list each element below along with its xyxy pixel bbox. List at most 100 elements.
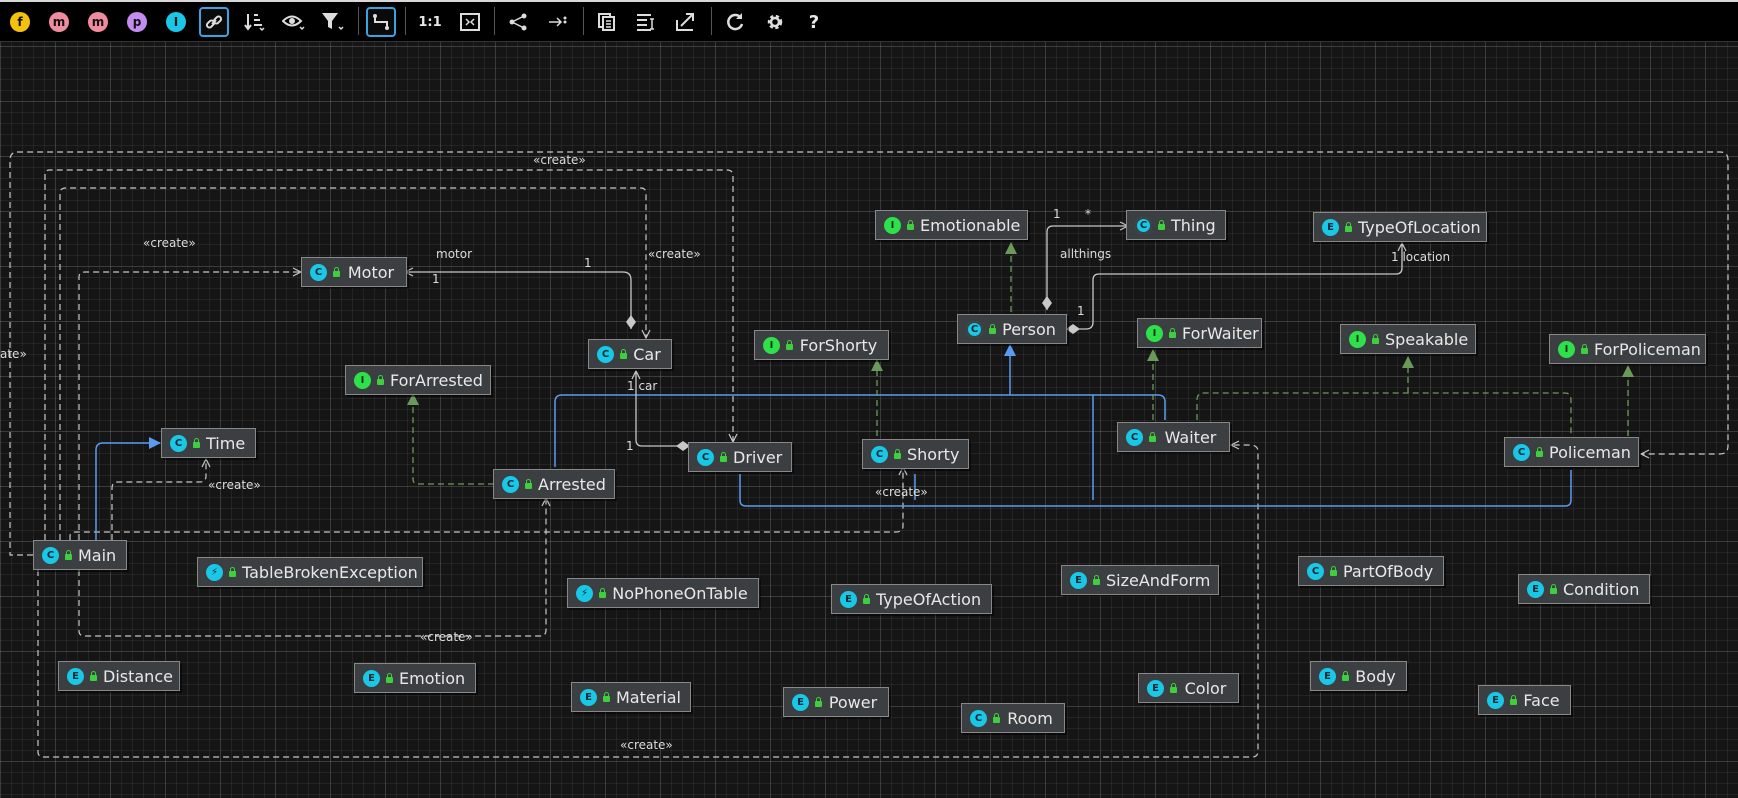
lock-icon <box>1371 334 1381 344</box>
properties-icon: p <box>127 12 147 32</box>
class-icon: C <box>1307 562 1324 580</box>
export-button[interactable] <box>671 7 701 37</box>
copy-button[interactable] <box>592 7 622 37</box>
enum-icon: E <box>1322 218 1339 236</box>
layout-button[interactable] <box>503 7 533 37</box>
edit-button[interactable] <box>632 7 662 37</box>
lock-icon <box>1148 432 1158 442</box>
refresh-icon <box>727 13 744 31</box>
create-label: «create» <box>420 630 473 644</box>
class-icon: C <box>597 345 614 363</box>
enum-icon: E <box>1070 571 1087 589</box>
sort-button[interactable] <box>240 7 270 37</box>
properties-button[interactable]: p <box>122 7 152 37</box>
enum-node-sizeandform[interactable]: E SizeAndForm <box>1061 565 1219 595</box>
settings-button[interactable] <box>760 7 790 37</box>
node-label: Color <box>1184 678 1227 698</box>
enum-icon: E <box>580 688 597 706</box>
node-label: Body <box>1355 666 1396 686</box>
interface-icon: I <box>1349 330 1366 348</box>
apply-layout-button[interactable] <box>543 7 573 37</box>
filter-button[interactable] <box>318 7 348 37</box>
node-label: TypeOfLocation <box>1358 217 1481 237</box>
enum-icon: E <box>1527 580 1544 598</box>
node-label: SizeAndForm <box>1106 570 1211 590</box>
role-label: 1 location <box>1391 250 1451 264</box>
actual-size-button[interactable]: 1:1 <box>415 7 445 37</box>
fit-content-button[interactable] <box>455 7 485 37</box>
node-label: Material <box>616 687 681 707</box>
interface-icon: I <box>1558 340 1575 358</box>
abstract-class-icon: C <box>966 320 983 338</box>
multiplicity-label: * <box>1085 207 1091 221</box>
link-icon <box>205 15 223 29</box>
node-label: Motor <box>347 262 395 282</box>
abstract-class-icon: C <box>1135 216 1152 234</box>
lock-icon <box>385 673 395 683</box>
exception-node-nophoneontable[interactable]: ⚡NoPhoneOnTable <box>567 578 759 608</box>
enum-icon: E <box>840 590 857 608</box>
enum-icon: E <box>363 669 380 687</box>
inheritance-bottom-bus <box>739 470 1572 507</box>
lock-icon <box>192 438 202 448</box>
fields-button[interactable]: f <box>5 7 35 37</box>
refresh-button[interactable] <box>720 7 750 37</box>
association-car-motor <box>406 272 631 329</box>
lock-icon <box>1535 447 1545 457</box>
lock-icon <box>228 567 238 577</box>
enum-node-typeoflocation[interactable]: E TypeOfLocation <box>1313 212 1487 242</box>
eye-icon <box>282 15 305 31</box>
node-label: Waiter <box>1164 427 1217 447</box>
role-label: allthings <box>1060 247 1112 261</box>
methods-button[interactable]: m <box>83 7 113 37</box>
enum-node-material[interactable]: E Material <box>571 682 691 712</box>
help-icon: ? <box>808 11 820 33</box>
lock-icon <box>906 220 916 230</box>
help-button[interactable]: ? <box>799 7 829 37</box>
exception-node-tablebrokenexception[interactable]: ⚡TableBrokenException <box>197 557 423 587</box>
toolbar-separator <box>358 7 359 35</box>
inner-classes-button[interactable]: I <box>161 7 191 37</box>
show-dependencies-button[interactable] <box>199 7 229 37</box>
visibility-button[interactable] <box>279 7 309 37</box>
inheritance-arrested <box>554 394 1166 467</box>
multiplicity-label: 1 <box>584 256 592 270</box>
enum-node-color[interactable]: E Color <box>1138 673 1239 703</box>
edge-routing-button[interactable] <box>366 7 396 37</box>
interface-icon: I <box>1146 324 1163 342</box>
node-label: Arrested <box>538 474 606 494</box>
create-label: «create» <box>620 738 673 752</box>
lock-icon <box>1509 695 1519 705</box>
constructors-button[interactable]: m <box>44 7 74 37</box>
enum-icon: E <box>1147 679 1164 697</box>
node-label: Face <box>1523 690 1560 710</box>
create-label: «create» <box>533 153 586 167</box>
multiplicity-label: 1 <box>432 272 440 286</box>
